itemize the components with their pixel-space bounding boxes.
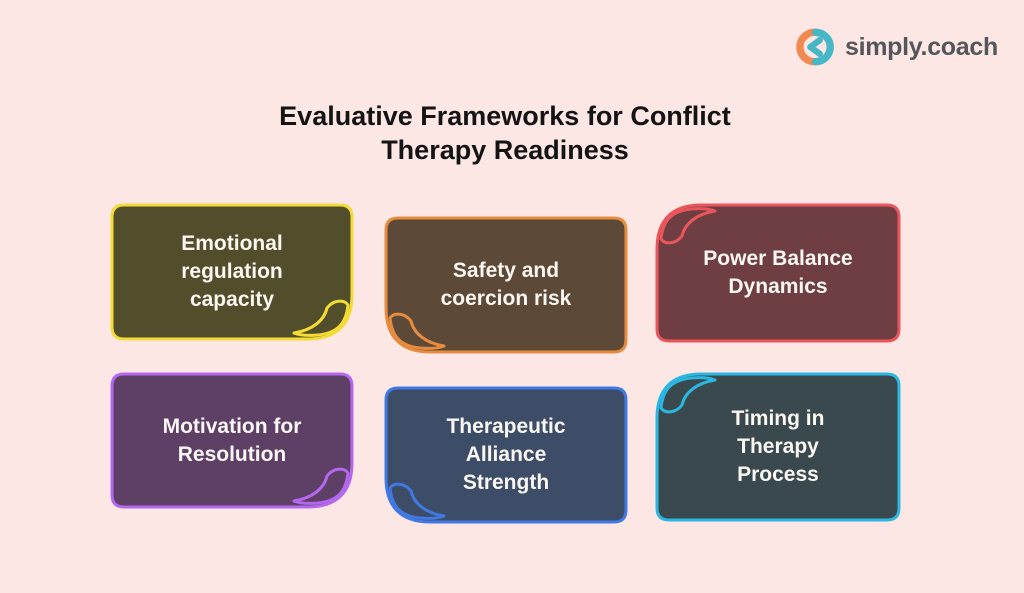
logo-teal-arc (811, 28, 834, 66)
logo-teal-chevron (807, 37, 823, 57)
framework-card-motivation-resolution: Motivation for Resolution (110, 372, 354, 509)
brand-logo: simply.coach (794, 25, 998, 69)
page-title: Evaluative Frameworks for Conflict Thera… (279, 101, 731, 165)
framework-card-emotional-regulation: Emotional regulation capacity (110, 203, 354, 341)
card-curl-shape (110, 372, 354, 509)
framework-card-timing-therapy: Timing in Therapy Process (655, 372, 901, 522)
simply-coach-logo-icon (796, 28, 834, 66)
card-curl-shape (655, 203, 901, 343)
framework-card-safety-coercion: Safety and coercion risk (384, 216, 628, 354)
framework-card-power-balance: Power Balance Dynamics (655, 203, 901, 343)
card-curl-shape (384, 216, 628, 354)
card-curl-shape (655, 372, 901, 522)
brand-name: simply.coach (845, 32, 998, 61)
card-curl-shape (384, 386, 628, 524)
card-curl-shape (110, 203, 354, 341)
framework-card-therapeutic-alliance: Therapeutic Alliance Strength (384, 386, 628, 524)
